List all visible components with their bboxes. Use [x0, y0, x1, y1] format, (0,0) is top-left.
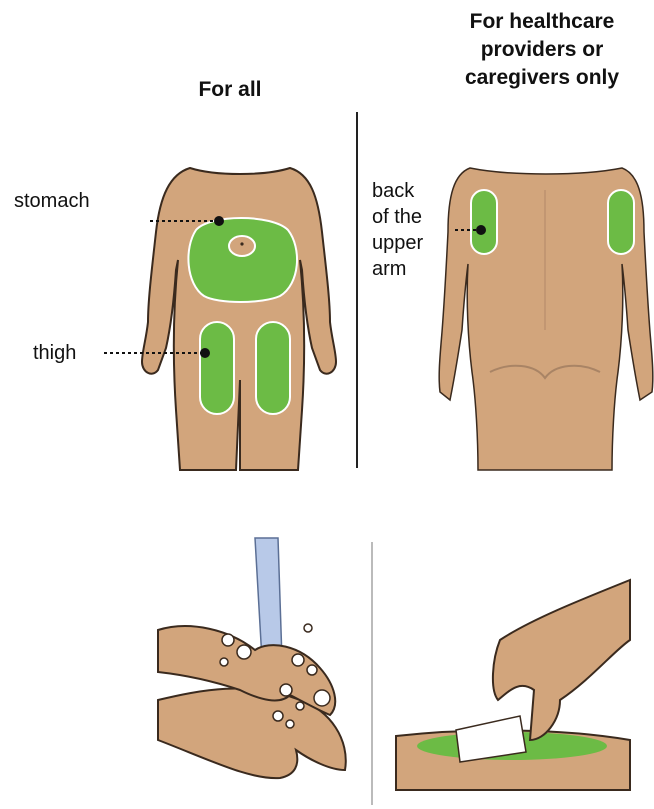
front-body-figure — [104, 168, 336, 470]
left-thigh-area — [200, 322, 234, 414]
back-body-figure — [439, 168, 653, 470]
right-thigh-area — [256, 322, 290, 414]
wiping-hand — [493, 580, 630, 740]
right-upper-arm-area — [608, 190, 634, 254]
water-stream — [255, 538, 282, 660]
navel — [240, 242, 243, 245]
wipe-site-illustration — [396, 580, 630, 790]
navel-ring — [229, 236, 255, 256]
thigh-label: thigh — [33, 340, 76, 366]
back-of-upper-arm-label: back of the upper arm — [372, 178, 423, 282]
stomach-label: stomach — [14, 188, 90, 214]
hand-washing-illustration — [158, 538, 346, 778]
left-upper-arm-area — [471, 190, 497, 254]
stomach-area — [188, 218, 297, 302]
front-body — [142, 168, 336, 470]
